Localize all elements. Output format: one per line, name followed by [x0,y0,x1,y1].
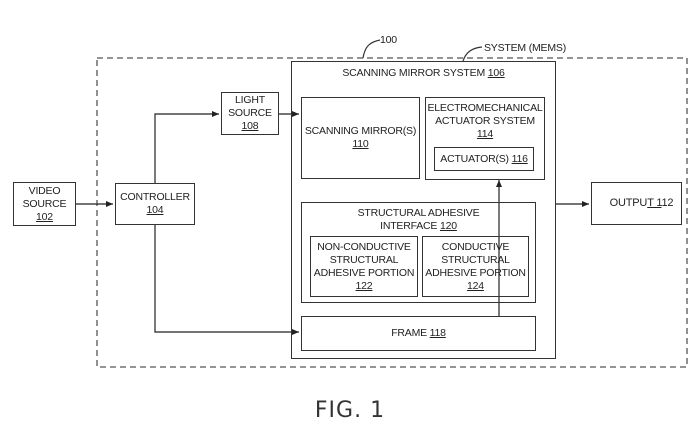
conductive-line3: ADHESIVE PORTION [425,266,526,279]
block-video-source: VIDEO SOURCE 102 [13,182,76,226]
output-label-b: T 1 [647,197,662,209]
conductive-line1: CONDUCTIVE [441,240,510,253]
system-boundary [96,57,688,368]
electromechanical-ref: 114 [476,128,494,140]
output-text: OUTPUT 112 [600,197,674,210]
conductive-line2: STRUCTURAL [441,253,510,266]
video-source-line2: SOURCE [22,197,67,210]
block-light-source: LIGHT SOURCE 108 [221,92,279,135]
output-label-c: 12 [661,197,674,209]
non-conductive-line3: ADHESIVE PORTION [313,266,415,279]
non-conductive-line2: STRUCTURAL [329,253,399,266]
block-conductive-adhesive: CONDUCTIVE STRUCTURAL ADHESIVE PORTION 1… [422,236,529,297]
block-frame: FRAME 118 [301,316,536,351]
block-non-conductive-adhesive: NON-CONDUCTIVE STRUCTURAL ADHESIVE PORTI… [310,236,418,297]
scanning-mirrors-label: SCANNING MIRROR(S) [304,125,417,137]
light-source-ref: 108 [241,120,259,132]
light-source-line1: LIGHT [235,94,265,106]
block-scanning-mirror-system: SCANNING MIRROR SYSTEM 106 [291,61,556,359]
frame-text: FRAME 118 [391,327,446,340]
scanning-mirror-system-label: SCANNING MIRROR SYSTEM [342,67,488,79]
adhesive-interface-line2: INTERFACE 120 [380,220,457,233]
video-source-line1: VIDEO [28,184,61,197]
conductive-ref: 124 [467,279,484,292]
frame-label: FRAME [391,327,430,339]
electromechanical-line1: ELECTROMECHANICAL [427,102,543,114]
adhesive-interface-line1: STRUCTURAL ADHESIVE [357,207,480,219]
scanning-mirrors-ref: 110 [352,138,369,150]
non-conductive-line1: NON-CONDUCTIVE [317,240,411,253]
actuators-text: ACTUATOR(S) 116 [440,152,528,166]
electromechanical-line2: ACTUATOR SYSTEM [435,115,535,127]
scanning-mirror-system-title: SCANNING MIRROR SYSTEM 106 [342,67,504,80]
actuators-ref: 116 [511,152,528,165]
controller-label: CONTROLLER [120,191,190,203]
leader-100 [362,39,381,59]
adhesive-interface-label: INTERFACE [380,220,440,232]
controller-ref: 104 [146,204,164,216]
scanning-mirror-system-ref: 106 [487,67,505,79]
figure-caption: FIG. 1 [314,398,386,423]
arrow-controller-to-light [154,111,219,183]
non-conductive-ref: 122 [355,279,373,292]
ref-label-100: 100 [380,34,397,46]
output-label-a: OUTPU [609,197,648,209]
actuators-label: ACTUATOR(S) [440,152,512,165]
frame-ref: 118 [429,327,446,339]
block-scanning-mirrors: SCANNING MIRROR(S) 110 [301,97,420,179]
ref-label-system-mems: SYSTEM (MEMS) [484,42,566,54]
block-structural-adhesive-interface: STRUCTURAL ADHESIVE INTERFACE 120 [301,202,536,303]
video-source-ref: 102 [36,210,53,223]
light-source-line2: SOURCE [228,107,272,119]
adhesive-interface-ref: 120 [439,220,457,232]
block-actuators: ACTUATOR(S) 116 [434,147,534,171]
block-controller: CONTROLLER 104 [115,183,195,225]
block-output: OUTPUT 112 [591,182,682,225]
leader-mems [462,46,483,62]
arrow-controller-to-frame [154,225,299,335]
